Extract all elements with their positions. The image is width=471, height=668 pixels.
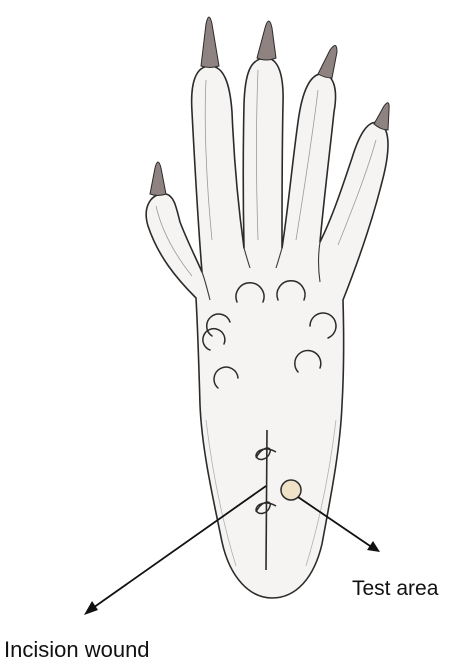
incision-arrowhead [84,601,98,615]
incision-wound-label: Incision wound [4,637,150,663]
test-area-arrowhead [367,541,380,552]
claw-4 [318,45,337,78]
claw-3 [257,21,276,60]
claw-5 [374,103,389,130]
incision-line [266,430,267,570]
claw-1 [150,162,166,196]
test-area-label: Test area [352,577,438,601]
claw-2 [201,17,219,68]
